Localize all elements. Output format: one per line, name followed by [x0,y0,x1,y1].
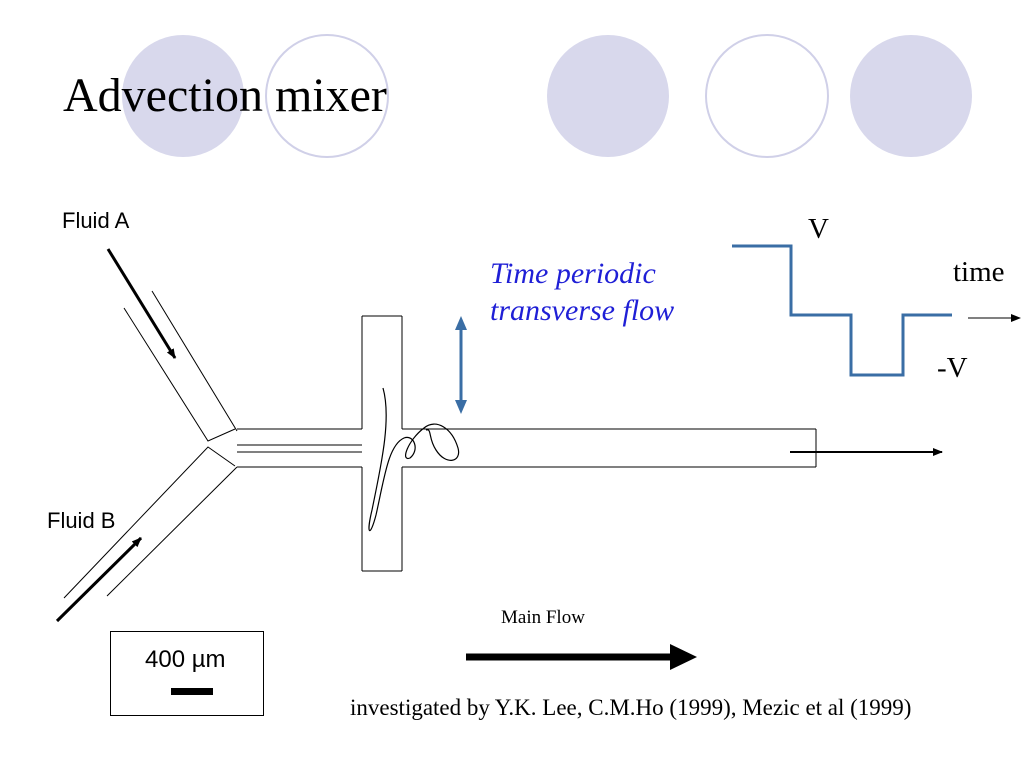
scale-label: 400 µm [145,646,226,673]
fluid-a-arrow [106,248,177,359]
decor-circle-3 [547,35,669,157]
inlet-a-outer-wall [123,307,236,442]
inlet-a-inner-wall [151,290,238,432]
inlet-b-outer-wall [63,446,236,599]
mixing-interface-curve [368,387,460,532]
fluid-b-label: Fluid B [47,508,116,533]
main-flow-arrow [466,644,697,670]
inlet-b-inner-wall [106,466,238,597]
waveform-v-label: V [808,213,829,245]
transverse-flow-arrow [455,316,467,414]
scale-bar [171,688,213,695]
waveform-neg-v-label: -V [937,352,968,384]
decor-circle-1 [122,35,244,157]
decor-circle-2 [265,34,389,158]
square-waveform [732,244,952,377]
citation-text: investigated by Y.K. Lee, C.M.Ho (1999),… [350,695,912,720]
decorative-circles [122,34,972,158]
inlet-channels [63,290,238,599]
transverse-channel [361,315,403,572]
time-periodic-label: Time periodic transverse flow [490,257,675,327]
decor-circle-4 [705,34,829,158]
scale-box: 400 µm [110,631,264,716]
fluid-a-label: Fluid A [62,208,130,233]
main-channel [237,428,817,468]
decor-circle-5 [850,35,972,157]
slide-title: Advection mixer [63,69,387,122]
waveform-time-label: time [953,256,1005,288]
fluid-b-arrow [55,536,143,623]
main-flow-label: Main Flow [501,607,585,628]
